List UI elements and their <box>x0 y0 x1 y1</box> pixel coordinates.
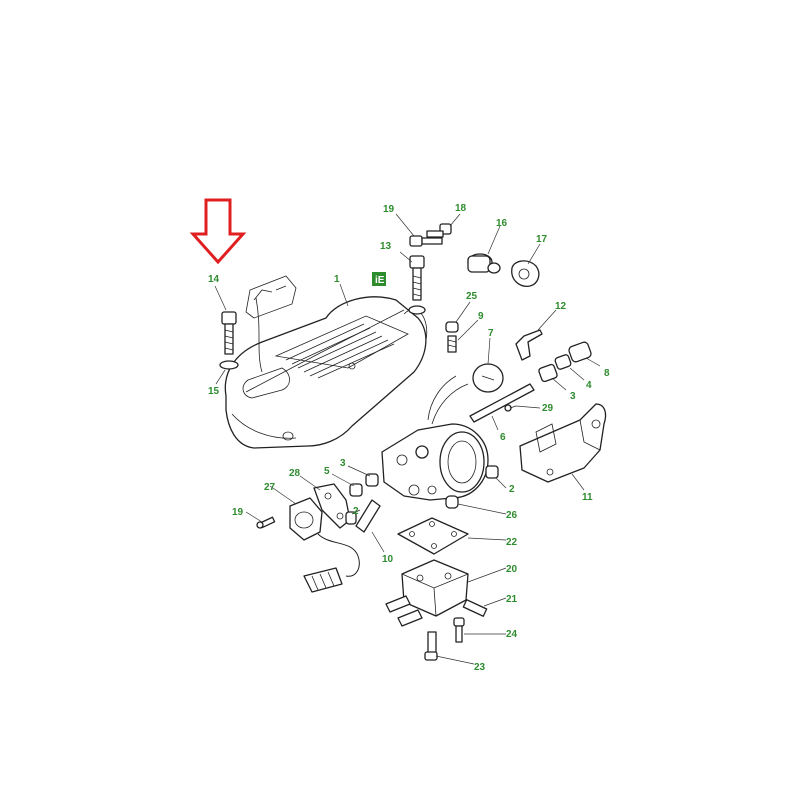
callout-1: 1 <box>334 274 340 285</box>
bolt-24 <box>453 617 465 643</box>
bush-2-right <box>485 465 499 479</box>
bolt-18 <box>426 223 452 238</box>
bush-3-left <box>365 473 379 487</box>
callout-18: 18 <box>455 203 467 214</box>
callout-2: 2 <box>509 484 515 495</box>
callout-28: 28 <box>289 468 301 479</box>
bush-26 <box>445 495 459 509</box>
callout-20: 20 <box>506 564 518 575</box>
callout-9: 9 <box>478 311 484 322</box>
callout-2: 2 <box>353 506 359 517</box>
bush-3-right <box>538 363 558 383</box>
intake-plenum-cover <box>224 275 428 449</box>
callout-24: 24 <box>506 629 518 640</box>
bolt-23 <box>424 631 438 661</box>
callout-8: 8 <box>604 368 610 379</box>
callout-23: 23 <box>474 662 486 673</box>
callout-15: 15 <box>208 386 220 397</box>
callout-5: 5 <box>324 466 330 477</box>
bush-5 <box>349 483 363 497</box>
callout-11: 11 <box>582 492 593 503</box>
cap-25 <box>445 321 459 333</box>
callout-25: 25 <box>466 291 478 302</box>
spacer-8 <box>568 341 592 363</box>
callout-labels: 1 2 2 3 3 4 5 6 7 8 9 10 11 12 13 14 15 … <box>208 203 610 673</box>
highlight-arrow <box>189 198 247 265</box>
bush-4 <box>554 354 572 370</box>
svg-text:iE: iE <box>375 275 385 286</box>
screw-9 <box>447 335 457 353</box>
lever-12 <box>515 329 543 361</box>
sensor-27 <box>289 497 360 593</box>
callout-16: 16 <box>496 218 508 229</box>
callout-6: 6 <box>500 432 506 443</box>
bracket-11 <box>519 403 607 483</box>
callout-10: 10 <box>382 554 394 565</box>
callout-27: 27 <box>264 482 276 493</box>
bolt-13 <box>409 255 425 301</box>
info-icon: iE <box>372 272 386 286</box>
bolt-19-top <box>409 235 443 247</box>
sensor-16 <box>467 253 501 274</box>
callout-29: 29 <box>542 403 554 414</box>
throttle-body <box>381 375 489 501</box>
gasket-17 <box>511 260 540 287</box>
washer-15 <box>219 360 239 370</box>
callout-19: 19 <box>232 507 244 518</box>
butterfly-disc-7 <box>472 363 504 393</box>
callout-26: 26 <box>506 510 518 521</box>
callout-4: 4 <box>586 380 592 391</box>
callout-13: 13 <box>380 241 392 252</box>
bolt-21 <box>462 599 488 617</box>
leader-lines <box>214 213 601 665</box>
gasket-22 <box>397 517 469 555</box>
screw-19-lower <box>256 516 276 529</box>
screw-29 <box>504 404 517 412</box>
bush-2-left <box>345 511 357 525</box>
callout-19: 19 <box>383 204 395 215</box>
callout-12: 12 <box>555 301 567 312</box>
spindle-6 <box>469 383 535 423</box>
callout-14: 14 <box>208 274 220 285</box>
housing-20 <box>385 559 469 627</box>
pipe-10 <box>355 499 381 533</box>
callout-22: 22 <box>506 537 518 548</box>
callout-21: 21 <box>506 594 518 605</box>
washer-13 <box>408 305 426 315</box>
callout-3: 3 <box>340 458 346 469</box>
callout-3: 3 <box>570 391 576 402</box>
callout-17: 17 <box>536 234 548 245</box>
callout-7: 7 <box>488 328 494 339</box>
bolt-14 <box>221 311 237 355</box>
